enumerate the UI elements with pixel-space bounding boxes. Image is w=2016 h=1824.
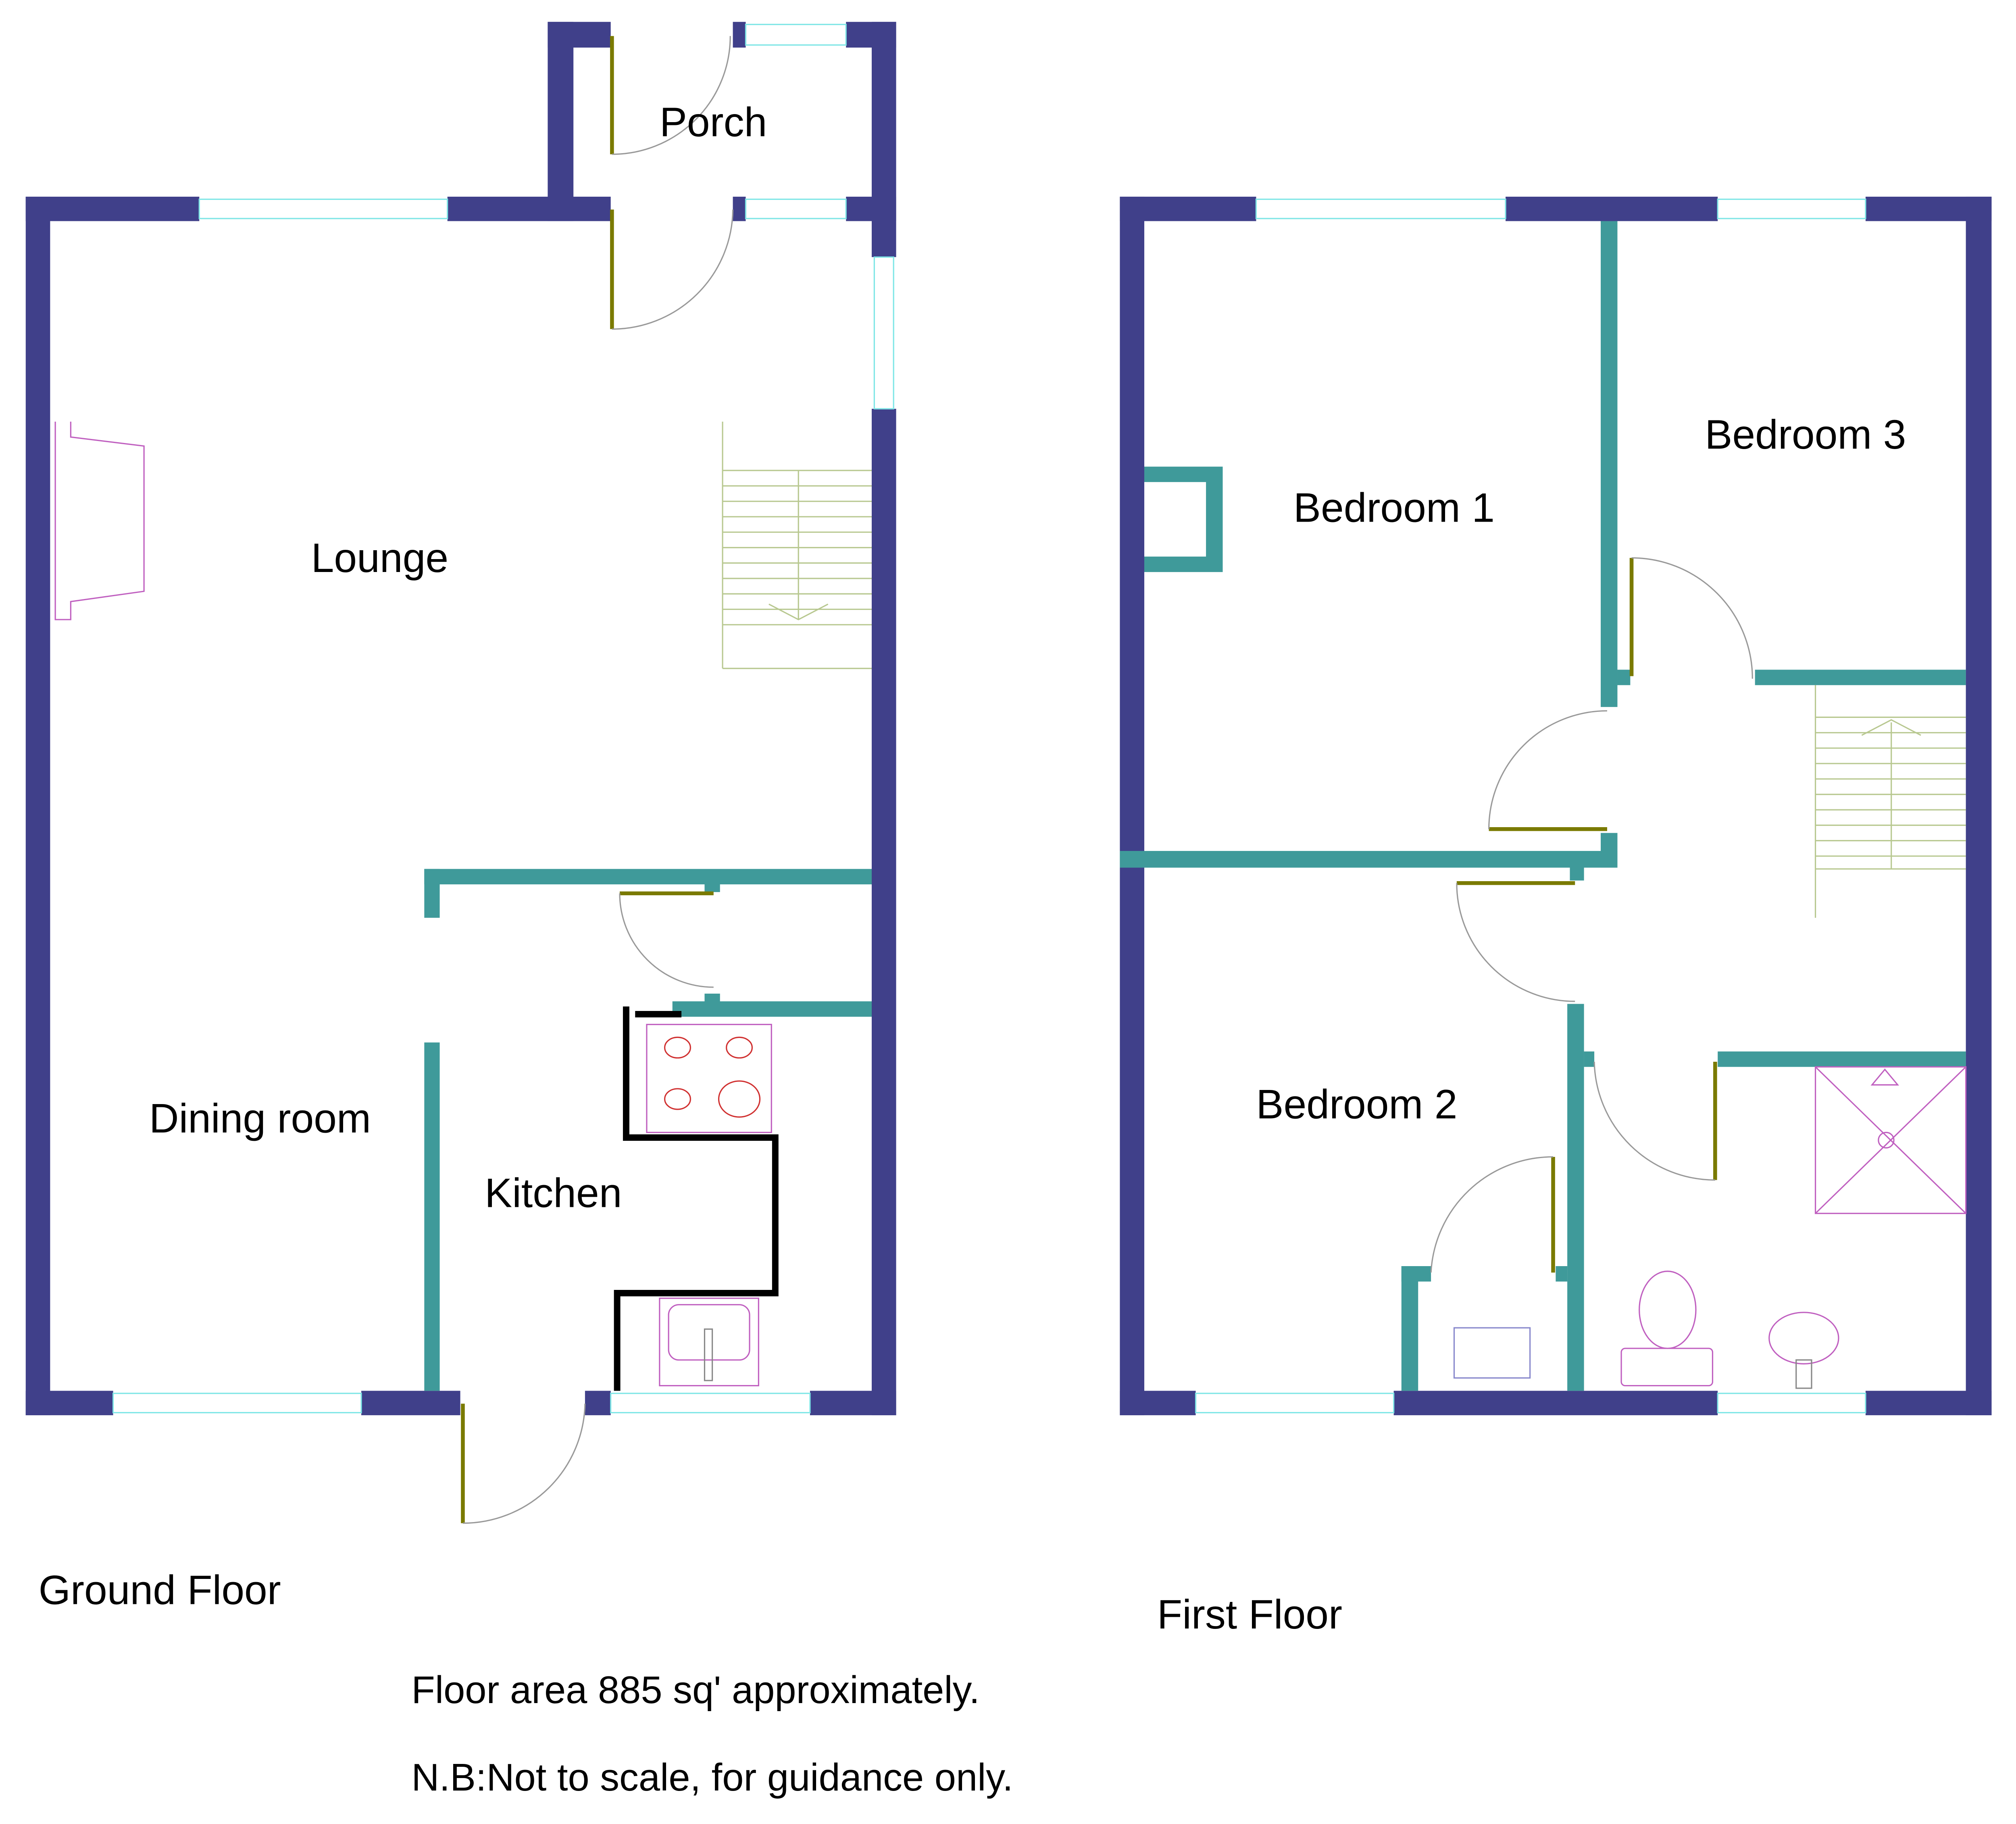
room-label-bedroom-1: Bedroom 1 bbox=[1293, 485, 1495, 531]
basin bbox=[1768, 1312, 1839, 1389]
first-stairs bbox=[1814, 685, 1966, 918]
hob bbox=[646, 1023, 772, 1133]
disclaimer-note: N.B:Not to scale, for guidance only. bbox=[411, 1756, 1013, 1799]
window bbox=[1255, 198, 1506, 219]
ground-doors bbox=[461, 36, 734, 1524]
floor-area-note: Floor area 885 sq' approximately. bbox=[411, 1668, 980, 1712]
window bbox=[1717, 198, 1866, 219]
first-exterior-walls bbox=[1120, 196, 1992, 1415]
ground-exterior-walls bbox=[25, 22, 896, 1415]
fireplace bbox=[54, 421, 145, 620]
kitchen-counters bbox=[614, 1006, 779, 1391]
window bbox=[745, 198, 847, 219]
ground-windows bbox=[112, 24, 894, 1414]
room-label-kitchen: Kitchen bbox=[485, 1170, 622, 1216]
room-label-porch: Porch bbox=[660, 99, 767, 145]
first-floor-plan: Bedroom 1 Bedroom 3 Bedroom 2 First Floo… bbox=[1120, 196, 1992, 1637]
window bbox=[112, 1393, 362, 1414]
chimney-breast bbox=[1144, 466, 1223, 572]
window bbox=[1195, 1393, 1395, 1414]
kitchen-sink bbox=[659, 1298, 759, 1387]
cupboard-unit bbox=[1453, 1327, 1531, 1379]
room-label-bedroom-2: Bedroom 2 bbox=[1256, 1081, 1457, 1127]
first-doors bbox=[1430, 557, 1753, 1273]
first-interior-walls bbox=[1120, 221, 1966, 1391]
room-label-dining-room: Dining room bbox=[149, 1095, 371, 1141]
ground-floor-title: Ground Floor bbox=[39, 1567, 281, 1613]
window bbox=[1717, 1393, 1866, 1414]
window bbox=[745, 24, 847, 46]
window bbox=[198, 198, 448, 219]
ground-stairs bbox=[722, 421, 872, 669]
room-label-lounge: Lounge bbox=[311, 535, 448, 581]
first-floor-title: First Floor bbox=[1157, 1591, 1342, 1637]
toilet bbox=[1620, 1271, 1714, 1387]
ground-interior-walls bbox=[424, 869, 872, 1391]
shower bbox=[1814, 1066, 1967, 1214]
room-label-bedroom-3: Bedroom 3 bbox=[1705, 412, 1906, 458]
window bbox=[873, 256, 894, 410]
ground-floor-plan: Porch Lounge Dining room Kitchen Ground … bbox=[25, 22, 896, 1613]
window bbox=[610, 1393, 811, 1414]
first-windows bbox=[1195, 198, 1866, 1414]
